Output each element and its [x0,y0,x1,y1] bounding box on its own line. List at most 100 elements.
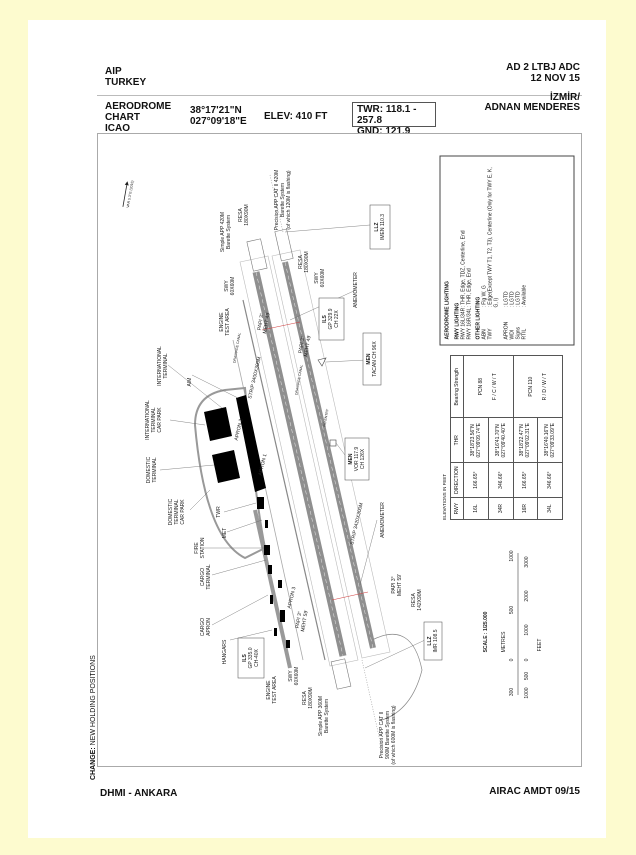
papi-mark [261,321,301,331]
twr-frequency: TWR: 118.1 - 257.8 [357,104,417,126]
direction-cell: 346.66° [537,462,563,498]
vor-icon [329,439,337,447]
label-swy-north-east: SWY60X60M [314,269,326,288]
terminal-roads [193,386,267,560]
longitude: 027°09'18"E [190,116,247,127]
direction-cell: 166.65° [513,462,538,498]
doc-ref: AD 2 LTBJ ADC [506,62,580,73]
aerodrome-lighting-box: AERODROME LIGHTING RWY LIGHTING RWY 16L/… [439,155,575,346]
feet-tick: 0 [524,658,530,661]
domestic-terminal-building [212,450,240,483]
direction-cell: 346.66° [488,462,514,498]
label-vor: MENVOR 117.9CH 126X [348,447,366,472]
runway-strip-east [271,249,391,659]
leader-lines [159,224,426,669]
label-international-terminal: INTERNATIONALTERMINAL [157,346,169,386]
label-domestic-car-park: DOMESTICTERMINALCAR PARK [168,498,186,525]
metres-tick: 500 [509,606,515,615]
column-header: RWY [450,497,464,520]
vor-box [344,437,370,481]
runway-centerline [255,271,344,657]
label-ils-south: ILSGP 335.0CH-40X [242,647,260,668]
label-fire-station: FIRESTATION [194,537,206,558]
llz-north-box [369,204,391,250]
label-papi-north-west: PAPI 3°MEHT 49' [256,310,272,334]
label-precision-app-south: Precision APP CAT II900M Barette System(… [379,705,397,765]
runway-table-wrap: ELEVATIONS IN FEET RWY DIRECTION THR Bea… [442,355,563,520]
city: İZMİR/ [550,92,580,103]
resa-north-west [246,238,268,272]
runway-strip-west [239,255,359,667]
feet-tick: 1000 [524,624,530,635]
thr-lon: 027°09'33.09"E [550,423,557,458]
pavement-code: R / D / W / T [541,372,548,401]
label-apron-2: APRON 2 [234,418,245,441]
label-llz-north: LLZIMEN 110.3 [374,214,386,240]
chart-type-2: CHART [105,112,140,123]
thr-lat: 38°16'41.70"N [494,424,501,457]
effective-date: 12 NOV 15 [530,73,580,84]
feet-tick: 1000 [524,687,530,698]
lighting-row: TWY: Edge(Except TWY T1, T2, T3), Center… [487,162,500,340]
label-intl-car-park: INTERNATIONALTERMINALCAR PARK [145,400,163,440]
feet-tick: 3000 [524,556,530,567]
label-aim: AIM [187,378,193,387]
lighting-row: RTIL: Available [522,162,528,340]
label-resa-south-east: RESA142X90M [411,589,423,610]
feet-label: FEET [537,639,543,652]
column-header: THR [450,417,464,463]
label-swy-north-west: SWY60X60M [224,277,236,296]
feet-tick: 500 [524,672,530,681]
perimeter-road [371,633,423,721]
thr-lon: 027°09'09.74"E [476,423,483,458]
lighting-title: AERODROME LIGHTING [444,281,451,340]
label-no-entry: NO ENTRY [322,408,329,427]
runway-table: RWY DIRECTION THR Bearing Strength 16L 1… [450,355,563,520]
label-strip-east: STRIP 3420X300M [349,502,365,545]
table-header-row: RWY DIRECTION THR Bearing Strength [450,355,464,520]
scale-bar: SCALE : 1/25.000 METRES FEET 300 0 500 1… [483,550,543,698]
label-resa-south-west: RESA180X90M [302,687,314,708]
label-papi-south-west: PAPI 3°MEHT 59' [294,608,310,632]
rwy-cell: 34R [488,497,514,520]
resa-north-east [274,228,294,262]
thr-lon: 027°09'02.31"E [525,423,532,458]
change-note: CHANGE: NEW HOLDING POSITIONS [90,650,100,780]
resa-south-west [330,658,352,690]
label-hangars: HANGARS [222,639,228,664]
lighting-key: TWY [487,328,494,340]
amendment: AIRAC AMDT 09/15 [489,786,580,797]
label-cargo-terminal: CARGOTERMINAL [200,564,212,590]
magnetic-variation: VAR 5.3°E (2015) [126,180,135,208]
label-drainage-canal: DRAINAGE CANAL [232,332,241,363]
north-arrow-icon: VAR 5.3°E (2015) [122,180,135,208]
country: TURKEY [105,77,147,88]
change-text: NEW HOLDING POSITIONS [90,655,97,748]
column-header: Bearing Strength [450,355,464,418]
label-resa-north-west: RESA180X90M [238,204,250,225]
runway-centerline [284,261,374,649]
column-header: DIRECTION [450,462,464,498]
tower-building [257,497,264,509]
rwy-cell: 16L [463,497,489,520]
label-papi-north-east: PAPI 3°MEHT 49' [297,333,313,357]
metres-tick: 300 [509,688,515,697]
label-anemometer-north: ANEMOMETER [353,272,359,308]
metres-tick: 0 [509,658,515,661]
label-anemometer-south: ANEMOMETER [380,502,386,538]
label-apron-3: APRON 3 [287,586,298,609]
label-papi-south-east: PAPI 3°MEHT 59' [391,574,403,596]
pavement-code: F / C / W / T [492,373,499,401]
label-simple-app-north: Simple APP 420MBarette System [220,212,232,252]
frequency-box: TWR: 118.1 - 257.8 GND: 121.9 [352,102,436,137]
papi-mark [331,591,369,601]
lighting-row: RWY 16R/34L: THR, Edge, End [467,162,473,339]
label-engine-test-north: ENGINETEST AREA [219,308,231,336]
